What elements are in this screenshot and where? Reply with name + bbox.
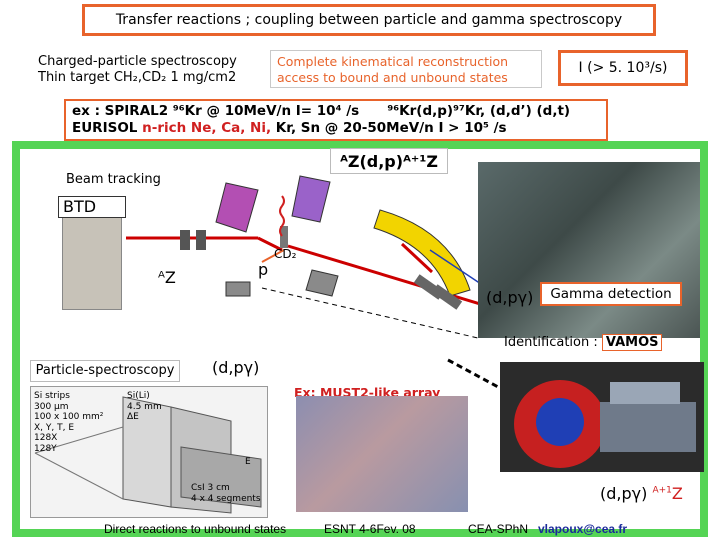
intensity-box: I (> 5. 10³/s) — [558, 50, 688, 86]
proton-path — [261, 249, 285, 263]
must-spec-2: 300 µm — [34, 401, 69, 412]
deflected-beam — [400, 242, 434, 274]
identification-text: Identification : — [504, 335, 602, 350]
target-label: CD₂ — [274, 247, 297, 261]
footer-institute: CEA-SPhN — [468, 522, 529, 536]
beam-nucleus-label: ᴬZ — [158, 268, 176, 287]
footer-topic: Direct reactions to unbound states — [104, 522, 287, 536]
charged-particle-note: Charged-particle spectroscopy Thin targe… — [38, 54, 237, 86]
must2-spec-text: Si strips 300 µm 100 x 100 mm² X, Y, T, … — [34, 391, 103, 454]
focal-plane-detector-2 — [431, 284, 463, 310]
proton-label: p — [258, 260, 269, 279]
vamos-top-section — [610, 382, 680, 404]
sili-spec-2: 4.5 mm — [127, 401, 162, 412]
vamos-label: VAMOS — [601, 334, 663, 351]
beam-tracking-label: Beam tracking — [66, 172, 161, 187]
dpg-bottom-z: Z — [671, 484, 683, 503]
sili-spec-text: Si(Li) 4.5 mm ΔE — [127, 391, 162, 423]
dpg-bottom-sup: A+1 — [652, 485, 672, 496]
particle-spectroscopy-box: Particle-spectroscopy — [30, 360, 180, 382]
setup-frame — [12, 141, 708, 537]
dpg-label-top: (d,pγ) — [486, 288, 533, 307]
example-nrich: n-rich Ne, Ca, Ni, — [142, 120, 272, 136]
silicon-detector-right — [305, 269, 339, 297]
slide-title: Transfer reactions ; coupling between pa… — [82, 4, 656, 36]
kinematic-reconstruction-box: Complete kinematical reconstruction acce… — [270, 50, 542, 88]
experiment-photo — [478, 162, 700, 338]
must-spec-6: 128Y — [34, 443, 57, 454]
kinematic-line2: access to bound and unbound states — [277, 70, 508, 85]
must-spec-1: Si strips — [34, 391, 70, 401]
example-eurisol: EURISOL — [72, 120, 143, 136]
gamma-array-rendering — [500, 362, 704, 472]
dpg-top-text: (d,pγ) — [486, 288, 534, 307]
thin-target-line: Thin target CH₂,CD₂ 1 mg/cm2 — [38, 70, 237, 85]
must2-telescope-drawing — [34, 396, 262, 514]
example-reaction: ⁹⁶Kr(d,p)⁹⁷Kr, (d,d’) (d,t) — [387, 103, 571, 119]
dpg-bottom-text: (d,pγ) — [600, 484, 648, 503]
silicon-detector-left — [225, 281, 251, 297]
gamma-detection-box: Gamma detection — [540, 282, 682, 306]
charged-particle-line1: Charged-particle spectroscopy — [38, 54, 237, 69]
link-line-2 — [447, 358, 501, 390]
gamma-detector-right — [291, 175, 331, 223]
particle-spectroscopy-text: Particle-spectroscopy — [35, 363, 175, 378]
dpg-label-bottom: (d,pγ) A+1Z — [600, 484, 683, 503]
sili-spec-3: ΔE — [127, 412, 139, 422]
must2-telescope-sketch: Si strips 300 µm 100 x 100 mm² X, Y, T, … — [30, 386, 268, 518]
slide-title-text: Transfer reactions ; coupling between pa… — [115, 12, 623, 28]
gamma-array-drawing — [514, 380, 696, 468]
must-spec-3: 100 x 100 mm² — [34, 412, 104, 422]
identification-label: Identification : VAMOS — [504, 334, 663, 351]
must2-array-photo — [296, 396, 468, 512]
telescope-edge-1 — [34, 426, 124, 454]
reaction-label-text: ᴬZ(d,p)ᴬ⁺¹Z — [340, 152, 438, 171]
gamma-detector-left — [215, 182, 259, 233]
example-line1: ex : SPIRAL2 ⁹⁶Kr @ 10MeV/n I= 10⁴ /s ⁹⁶… — [72, 103, 600, 120]
gamma-ray-wave — [279, 195, 285, 237]
csi-spec-2: 4 x 4 segments — [191, 493, 261, 504]
reaction-label: ᴬZ(d,p)ᴬ⁺¹Z — [330, 148, 448, 174]
footer-email[interactable]: vlapoux@cea.fr — [538, 522, 628, 536]
example-box: ex : SPIRAL2 ⁹⁶Kr @ 10MeV/n I= 10⁴ /s ⁹⁶… — [64, 99, 608, 141]
footer-event: ESNT 4-6Fev. 08 — [324, 522, 416, 536]
intensity-text: I (> 5. 10³/s) — [578, 60, 668, 76]
gamma-array-blue-core — [536, 398, 584, 446]
csi-e-label: E — [245, 457, 251, 467]
example-line2: EURISOL n-rich Ne, Ca, Ni, Kr, Sn @ 20-5… — [72, 120, 600, 137]
btd-photo — [62, 200, 122, 310]
tracking-detector-2 — [196, 230, 206, 250]
must-spec-5: 128X — [34, 433, 58, 443]
target — [280, 226, 288, 248]
dpg-mid-text: (d,pγ) — [212, 358, 260, 377]
btd-label: BTD — [58, 196, 126, 218]
kinematic-line1: Complete kinematical reconstruction — [277, 54, 509, 69]
sili-spec-1: Si(Li) — [127, 391, 150, 401]
must-spec-4: X, Y, T, E — [34, 422, 75, 433]
gamma-detection-text: Gamma detection — [550, 286, 672, 302]
beam-line-2 — [257, 236, 283, 252]
dpg-label-mid: (d,pγ) — [212, 358, 259, 377]
link-line-1 — [261, 287, 479, 339]
tracking-detector-1 — [180, 230, 190, 250]
csi-spec-text: CsI 3 cm 4 x 4 segments — [191, 483, 261, 504]
vamos-dipole — [373, 209, 471, 297]
example-eurisol-rest: Kr, Sn @ 20-50MeV/n I > 10⁵ /s — [271, 120, 507, 136]
example-kr-beam: ⁹⁶Kr @ 10MeV/n I= 10⁴ /s — [172, 103, 360, 119]
telescope-edge-2 — [34, 452, 124, 500]
example-spiral2: ex : SPIRAL2 — [72, 103, 173, 119]
vamos-spectrometer-body — [600, 402, 696, 452]
csi-block — [180, 446, 262, 508]
csi-spec-1: CsI 3 cm — [191, 483, 230, 493]
